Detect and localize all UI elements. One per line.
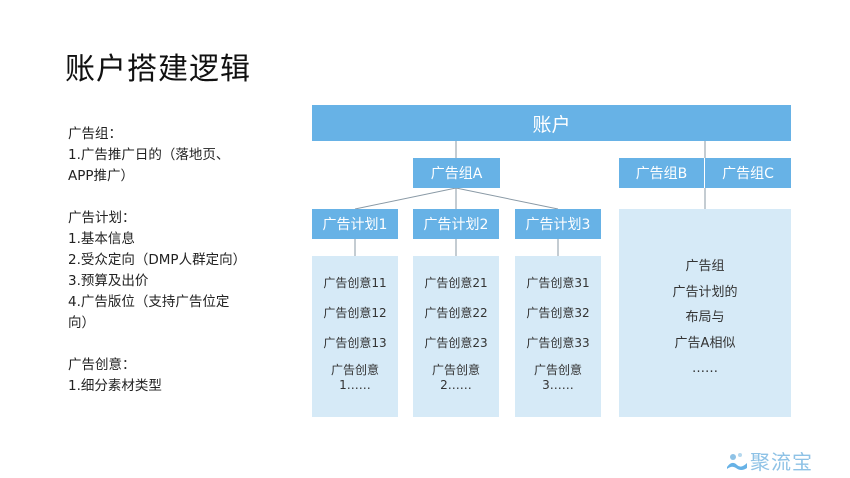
note-line: 1.细分素材类型 (68, 378, 162, 394)
connector-group-a-plan-1 (354, 187, 457, 210)
creative-item: 广告创意 3…… (533, 363, 582, 392)
creative-item: 广告创意11 (323, 276, 387, 290)
connector-group-a-plan-3 (455, 187, 559, 210)
creative-item: 广告创意22 (424, 306, 488, 320)
creative-item: 广告创意32 (526, 306, 590, 320)
note-line: 3.预算及出价 (68, 273, 149, 289)
panel-line: 广告计划的 (672, 284, 738, 300)
brand-logo: 聚流宝 (726, 446, 813, 475)
creatives-column-2: 广告创意21 广告创意22 广告创意23 广告创意 2…… (413, 256, 499, 417)
note-line: 广告创意： (68, 357, 136, 373)
notes-section-ad-group: 广告组： 1.广告推广日的（落地页、 APP推广） (68, 124, 283, 187)
creative-item: 广告创意33 (526, 336, 590, 350)
logo-text: 聚流宝 (750, 450, 813, 474)
notes-section-ad-plan: 广告计划： 1.基本信息 2.受众定向（DMP人群定向） 3.预算及出价 4.广… (68, 208, 283, 334)
note-line: 广告组： (68, 126, 122, 142)
creative-item: 广告创意 2…… (431, 363, 480, 392)
creative-item: 广告创意21 (424, 276, 488, 290)
note-line: 1.基本信息 (68, 231, 135, 247)
panel-line: 广告组 (685, 259, 725, 274)
ad-plan-3-box: 广告计划3 (515, 209, 601, 239)
creative-item: 广告创意13 (323, 336, 387, 350)
creative-item: 广告创意 1…… (330, 363, 379, 392)
note-line: 2.受众定向（DMP人群定向） (68, 252, 247, 268)
ad-plan-2-box: 广告计划2 (413, 209, 499, 239)
notes-panel: 广告组： 1.广告推广日的（落地页、 APP推广） 广告计划： 1.基本信息 2… (68, 124, 283, 418)
notes-section-ad-creative: 广告创意： 1.细分素材类型 (68, 355, 283, 397)
similar-layout-panel: 广告组 广告计划的 布局与 广告A相似 …… (619, 209, 791, 417)
note-line: APP推广） (68, 168, 135, 184)
water-splash-icon (727, 452, 747, 470)
creative-item: 广告创意23 (424, 336, 488, 350)
ad-group-a-box: 广告组A (413, 158, 500, 188)
ad-plan-1-box: 广告计划1 (312, 209, 398, 239)
panel-line: 广告A相似 (674, 335, 736, 351)
creatives-column-1: 广告创意11 广告创意12 广告创意13 广告创意 1…… (312, 256, 398, 417)
page-title: 账户搭建逻辑 (65, 52, 251, 87)
note-line: 广告计划： (68, 210, 136, 226)
creative-item: 广告创意31 (526, 276, 590, 290)
note-line: 4.广告版位（支持广告位定 (68, 294, 230, 310)
account-box: 账户 (312, 105, 791, 141)
creatives-column-3: 广告创意31 广告创意32 广告创意33 广告创意 3…… (515, 256, 601, 417)
ad-group-c-box: 广告组C (705, 158, 791, 188)
panel-line: …… (692, 361, 718, 376)
ad-group-b-box: 广告组B (619, 158, 705, 188)
panel-line: 布局与 (685, 310, 725, 325)
note-line: 向） (68, 315, 95, 331)
creative-item: 广告创意12 (323, 306, 387, 320)
note-line: 1.广告推广日的（落地页、 (68, 147, 230, 163)
